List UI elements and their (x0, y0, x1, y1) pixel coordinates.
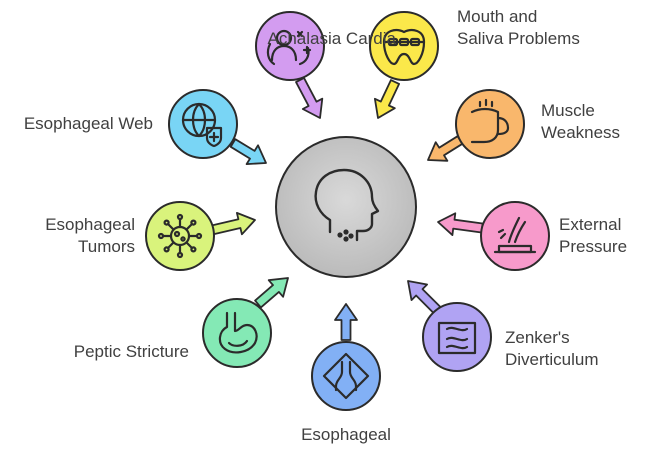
arrow-mouth (373, 79, 401, 119)
label-esophageal: Esophageal (301, 425, 391, 444)
label-achalasia: Achalasia Cardia (267, 29, 396, 48)
label-web: Esophageal Web (23, 114, 153, 133)
arrow-tumors (210, 211, 256, 236)
fist-icon (470, 98, 510, 144)
arrow-zenker (407, 280, 442, 315)
teeth-braces-icon (382, 29, 426, 66)
node-esophageal (311, 341, 381, 411)
label-mouth: Mouth and Saliva Problems (457, 7, 580, 48)
arrow-peptic (254, 277, 289, 309)
arrow-web (229, 138, 267, 166)
node-zenker (422, 302, 492, 372)
node-achalasia (255, 11, 325, 81)
node-peptic (202, 298, 272, 368)
node-web (168, 89, 238, 159)
esophagus-icon (322, 352, 370, 400)
stomach-icon (218, 311, 258, 354)
label-external: External Pressure (559, 215, 628, 256)
label-muscle: Muscle Weakness (541, 101, 621, 142)
label-tumors: Esophageal Tumors (45, 215, 135, 256)
arrow-achalasia (295, 77, 324, 119)
head-profile-icon (314, 168, 380, 242)
label-zenker: Zenker's Diverticulum (505, 328, 599, 369)
arrow-esophageal (334, 303, 358, 341)
node-external (480, 201, 550, 271)
virus-icon (157, 213, 203, 259)
person-hands-icon (266, 29, 312, 66)
node-tumors (145, 201, 215, 271)
node-muscle (455, 89, 525, 159)
center-node (275, 136, 417, 278)
intestine-icon (437, 321, 477, 355)
globe-shield-icon (181, 102, 223, 148)
arrow-muscle (427, 135, 464, 162)
node-mouth (369, 11, 439, 81)
label-peptic: Peptic Stricture (73, 342, 189, 361)
press-icon (493, 216, 537, 254)
arrow-external (437, 212, 484, 237)
